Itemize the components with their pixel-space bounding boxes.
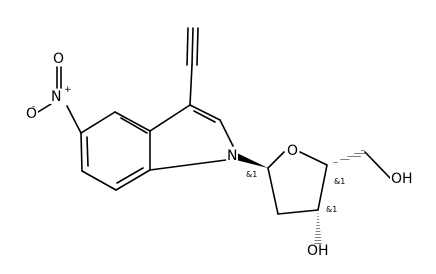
bond-benzene-4 [115,169,151,191]
bond-pyrrole-2 [189,104,221,121]
nitro-nitrogen-label: N [50,89,63,105]
bond-benzene-4-double [116,167,144,184]
bond-benzene-6-double [86,136,89,167]
bond-benzene-1 [80,111,116,134]
bond-sugar-c2-c1 [267,167,279,215]
bond-ethynyl-triple-right [196,27,199,66]
bond-sugar-c1-o [267,151,285,169]
bond-benzene-2 [114,111,151,132]
nitro-oxygen-left-label: O [25,106,39,122]
bond-pyrrole-3 [219,119,234,147]
bond-pyrrole-1 [149,104,191,132]
stereo-label-c1: &1 [246,170,258,179]
ring-hydroxyl-label: OH [306,243,330,259]
bond-sugar-c4-c3 [317,164,328,211]
bond-benzene-6 [80,132,83,172]
bond-ethynyl-1 [189,64,193,106]
bond-pyrrole-4 [149,159,227,171]
hydroxymethyl-oh-label: OH [390,171,414,187]
stereo-label-c3: &1 [326,205,338,214]
bond-c5-oh [364,151,391,179]
stereo-label-c4: &1 [334,177,346,186]
nitro-plus-charge: + [64,85,72,95]
ring-oxygen-label: O [286,143,300,159]
bond-nitro-c-n [66,105,82,134]
nitro-minus-charge: - [32,102,36,112]
bond-sugar-c3-c2 [277,209,319,215]
bond-benzene-2-double [120,117,148,134]
hash-bond-c3-oh [314,210,322,246]
wedge-bond-n-c1 [236,153,268,168]
bond-nitro-n-o-left [37,103,52,113]
bond-benzene-5 [81,170,117,191]
bond-ethynyl-triple-center [191,27,194,66]
bond-ethynyl-triple-left [186,27,189,66]
bond-sugar-o-c4 [299,151,328,166]
indole-nitrogen-label: N [226,148,239,164]
hash-bond-c4-c5 [327,149,366,165]
nitro-oxygen-top-label: O [52,51,66,67]
bond-pyrrole-2-double [193,110,216,123]
